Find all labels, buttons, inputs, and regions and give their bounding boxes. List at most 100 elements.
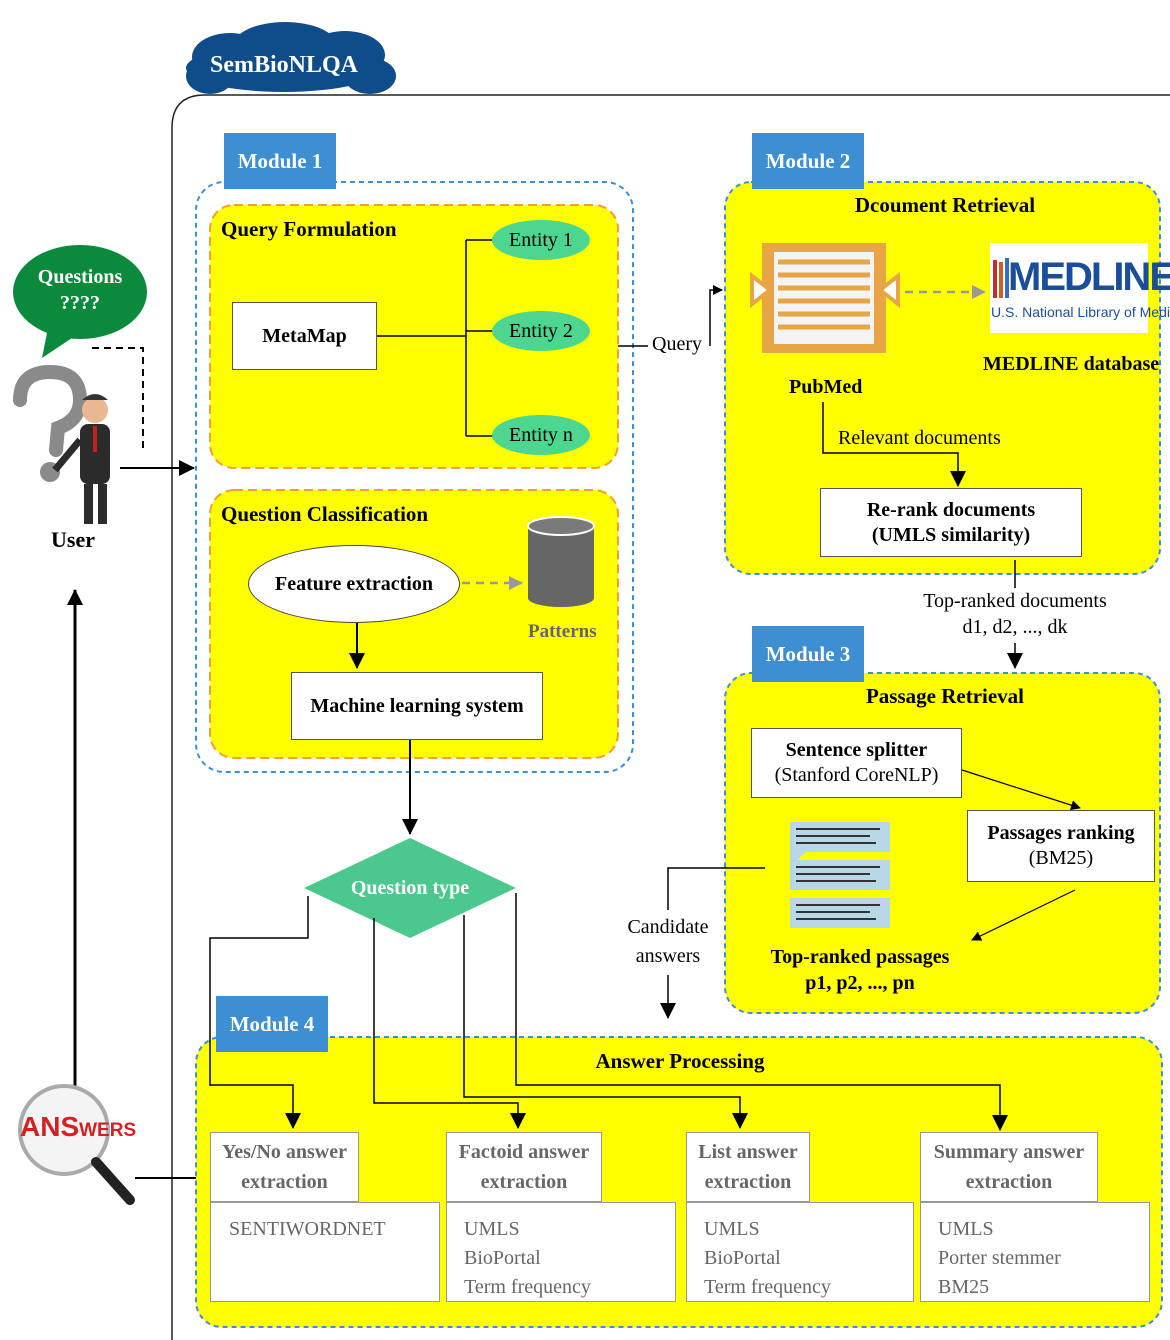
yesno-resources: SENTIWORDNET	[210, 1202, 440, 1302]
medline-database-label: MEDLINE database	[983, 353, 1160, 375]
feature-extraction-ellipse: Feature extraction	[248, 545, 460, 623]
factoid-resource-3: Term frequency	[464, 1276, 591, 1298]
yesno-title-line2: extraction	[241, 1171, 328, 1193]
sentence-splitter-line1: Sentence splitter	[785, 739, 928, 761]
candidate-answers-line1: Candidate	[627, 916, 709, 938]
metamap-label: MetaMap	[262, 324, 347, 347]
module4-badge: Module 4	[216, 996, 328, 1052]
factoid-extractor-title: Factoid answer extraction	[446, 1132, 602, 1202]
questions-bubble-line1: Questions	[37, 266, 123, 288]
list-resource-1: UMLS	[704, 1218, 760, 1240]
factoid-title-line1: Factoid answer	[458, 1141, 590, 1163]
question-classification-title: Question Classification	[221, 502, 429, 526]
splitter-to-ranking-arrow	[961, 769, 1081, 811]
title: SemBioNLQA	[209, 52, 358, 78]
yesno-title-line1: Yes/No answer	[222, 1141, 347, 1163]
feature-extraction-label: Feature extraction	[275, 572, 433, 595]
entity-n: Entity n	[492, 415, 590, 455]
entity-1-label: Entity 1	[509, 228, 573, 251]
relevant-documents-label: Relevant documents	[838, 427, 1001, 449]
passages-icon	[790, 822, 890, 928]
entity-2: Entity 2	[492, 311, 590, 351]
rerank-line1: Re-rank documents	[866, 498, 1036, 521]
sentence-splitter-box: Sentence splitter (Stanford CoreNLP)	[751, 728, 962, 798]
factoid-resource-1: UMLS	[464, 1218, 520, 1240]
user-label: User	[51, 527, 95, 552]
question-type-diamond	[304, 838, 516, 938]
sentence-splitter-line2: (Stanford CoreNLP)	[774, 764, 939, 786]
module2-title: Dcoument Retrieval	[854, 193, 1036, 217]
medline-logo-bars	[993, 258, 1009, 298]
candidate-answers-line	[667, 867, 765, 910]
module1-badge: Module 1	[224, 133, 336, 189]
to-factoid-arrow	[373, 918, 526, 1129]
questions-bubble-line2: ????	[60, 292, 100, 314]
to-summary-arrow	[515, 893, 1008, 1131]
answers-magnifier	[18, 1084, 135, 1205]
factoid-title-line2: extraction	[480, 1171, 568, 1193]
rerank-line2: (UMLS similarity)	[871, 523, 1031, 546]
module2-badge: Module 2	[752, 133, 864, 189]
medline-logo-box	[990, 243, 1148, 333]
passages-ranking-line1: Passages ranking	[987, 822, 1135, 844]
bubble-connector	[92, 347, 144, 448]
list-resource-2: BioPortal	[704, 1247, 781, 1269]
summary-extractor-title: Summary answer extraction	[920, 1132, 1098, 1202]
rerank-box: Re-rank documents (UMLS similarity)	[820, 488, 1082, 557]
passages-ranking-line2: (BM25)	[1028, 847, 1094, 869]
entity-2-label: Entity 2	[509, 319, 573, 342]
medline-logo-subtitle: U.S. National Library of Medicine	[991, 304, 1170, 320]
top-passages-line1: Top-ranked passages	[770, 946, 950, 968]
ml-system-label: Machine learning system	[310, 694, 524, 717]
summary-title-line1: Summary answer	[933, 1141, 1085, 1163]
questions-bubble	[13, 245, 147, 358]
query-arrow	[618, 290, 722, 347]
summary-resource-1: UMLS	[938, 1218, 994, 1240]
candidate-answers-line2: answers	[635, 945, 701, 967]
top-ranked-docs-line2: d1, d2, ..., dk	[962, 616, 1068, 638]
ranking-to-passages-arrow	[971, 889, 1076, 941]
answers-logo-small: WERS	[79, 1120, 137, 1141]
metamap-entity-bracket	[377, 239, 494, 437]
to-yesno-arrow	[209, 896, 309, 1129]
patterns-database-icon	[527, 516, 595, 607]
pubmed-label: PubMed	[789, 376, 863, 398]
list-resources: UMLS BioPortal Term frequency	[686, 1202, 914, 1302]
patterns-label: Patterns	[528, 621, 597, 642]
summary-resources: UMLS Porter stemmer BM25	[920, 1202, 1150, 1302]
ml-system-box: Machine learning system	[291, 672, 543, 740]
summary-resource-2: Porter stemmer	[938, 1247, 1061, 1269]
top-passages-line2: p1, p2, ..., pn	[805, 972, 915, 994]
entity-1: Entity 1	[492, 220, 590, 260]
pubmed-document-icon	[750, 243, 900, 353]
medline-logo-text: MEDLINE	[1008, 255, 1170, 299]
metamap-box: MetaMap	[232, 302, 377, 370]
yesno-resource-1: SENTIWORDNET	[229, 1218, 386, 1240]
list-title-line2: extraction	[704, 1171, 792, 1193]
answers-logo: ANSWERS	[20, 1111, 137, 1143]
top-ranked-docs-line1: Top-ranked documents	[923, 590, 1107, 612]
pubmed-to-rerank-arrow	[822, 402, 966, 487]
factoid-resource-2: BioPortal	[464, 1247, 541, 1269]
yesno-extractor-title: Yes/No answer extraction	[210, 1132, 359, 1202]
module4-title: Answer Processing	[595, 1049, 765, 1073]
module1-container	[195, 181, 634, 773]
passages-ranking-box: Passages ranking (BM25)	[967, 810, 1155, 882]
module3-badge: Module 3	[752, 626, 864, 682]
query-formulation-title: Query Formulation	[221, 217, 397, 241]
module3-title: Passage Retrieval	[865, 684, 1025, 708]
list-resource-3: Term frequency	[704, 1276, 831, 1298]
summary-resource-3: BM25	[938, 1276, 990, 1298]
user-figure	[13, 364, 110, 524]
question-type-label: Question type	[350, 877, 470, 899]
answers-logo-big: ANS	[20, 1111, 80, 1142]
title-cloud	[186, 22, 396, 94]
list-title-line1: List answer	[698, 1141, 798, 1163]
query-label: Query	[652, 333, 702, 355]
entity-n-label: Entity n	[509, 423, 573, 446]
summary-title-line2: extraction	[965, 1171, 1053, 1193]
list-extractor-title: List answer extraction	[686, 1132, 810, 1202]
factoid-resources: UMLS BioPortal Term frequency	[446, 1202, 676, 1302]
system-frame	[171, 94, 1170, 1340]
to-list-arrow	[463, 915, 748, 1129]
